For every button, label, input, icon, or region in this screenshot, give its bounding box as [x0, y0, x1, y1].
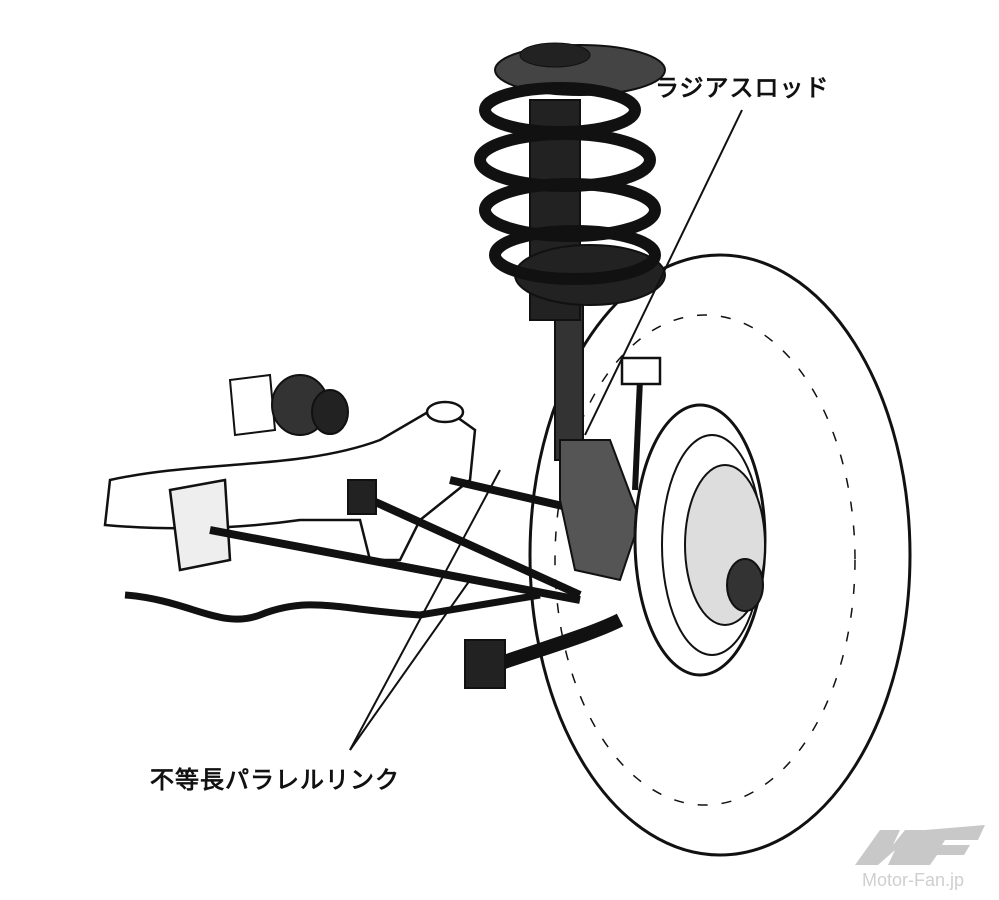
leader-lines — [349, 109, 743, 751]
stabilizer-bar — [124, 591, 541, 623]
label-parallel-link: 不等長パラレルリンク — [150, 766, 400, 794]
coil-spring — [474, 82, 661, 285]
radius-rod — [620, 356, 662, 491]
parallel-links — [209, 476, 624, 689]
motor-fan-logo — [855, 825, 985, 865]
watermark-text: Motor-Fan.jp — [862, 870, 965, 890]
knuckle-hub — [559, 403, 767, 677]
label-radius-rod: ラジアスロッド — [655, 74, 830, 102]
cv-boot — [228, 373, 349, 437]
subframe — [103, 400, 477, 572]
